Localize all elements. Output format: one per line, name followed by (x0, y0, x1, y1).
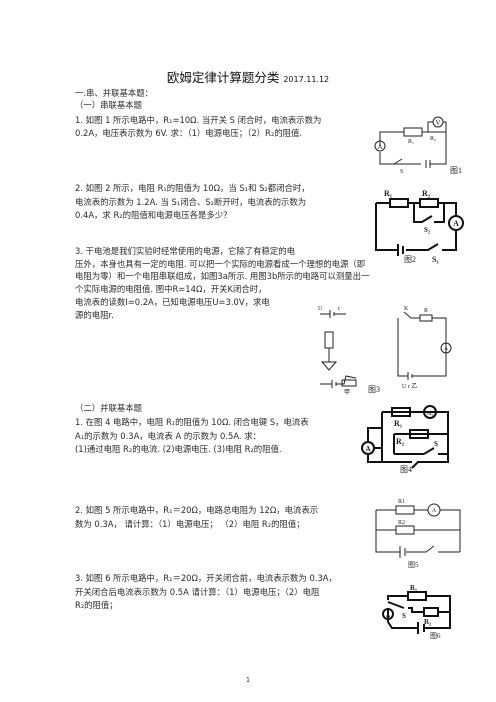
figure-6-circuit: R₁ S R₂ A 图6 (382, 584, 451, 640)
fig6-r1-label: R₁ (410, 584, 417, 592)
fig2-ammeter-label: A (453, 219, 459, 228)
fig5-caption: 图5 (408, 561, 419, 569)
q3-line4: 个实际电源的电阻值. 图中R=14Ω，开关K闭合时， (75, 284, 267, 294)
fig5-ammeter-label: A (432, 508, 437, 514)
fig1-voltmeter-label: V (435, 119, 440, 127)
figure-3-circuit: U r 甲 K R A U r 乙 图3 (318, 306, 452, 396)
fig2-s2-label: S₂ (424, 226, 430, 234)
fig3a-r-label: r (338, 306, 340, 312)
q1-line2: 0.2A，电压表示数为 6V. 求：（1）电源电压；（2）R₂的阻值. (75, 128, 302, 138)
fig3a-jia-label: 甲 (344, 389, 350, 396)
fig5-r2-label: R2 (398, 520, 405, 526)
fig3-caption: 图3 (368, 385, 380, 394)
fig1-switch-label: S (400, 169, 403, 175)
subsection-parallel: （二）并联基本题 (75, 403, 142, 413)
fig1-ammeter-label: A (377, 143, 382, 151)
fig1-r2-label: R₂ (430, 136, 436, 142)
fig4-caption: 图4 (400, 465, 412, 474)
fig4-ammeter-label: A (365, 445, 370, 453)
fig1-caption: 图1 (450, 166, 462, 175)
q3-line3: 电阻为零）和一个电阻串联组成，如图3a所示. 用图3b所示的电路可以测量出一 (75, 271, 370, 281)
q5-line1: 2. 如图 5 所示电路中，R₁＝20Ω，电路总电阻为 12Ω，电流表示 (75, 505, 319, 515)
fig3b-ur-label: U r 乙 (402, 383, 417, 390)
q6-line2: 开关闭合后电流表示数为 0.5A 请计算：（1）电源电压；（2）电阻 (75, 587, 320, 597)
fig4-r2-label: R₂ (396, 437, 405, 446)
q2-line1: 2. 如图 2 所示，电阻 R₁的阻值为 10Ω，当 S₁和 S₂都闭合时， (75, 183, 310, 193)
q4-line2: A₁的示数为 0.3A，电流表 A 的示数为 0.5A. 求： (75, 431, 261, 441)
figure-5-circuit: R1 A R2 图5 (375, 499, 461, 569)
fig3b-ammeter-label: A (444, 347, 448, 352)
fig6-ammeter-label: A (386, 613, 391, 619)
q2-line3: 0.4A，求 R₂的阻值和电源电压各是多少？ (75, 210, 232, 220)
fig3b-k-label: K (404, 306, 409, 312)
fig2-r2-label: R₂ (422, 189, 431, 198)
page-number: 1 (245, 676, 251, 684)
fig4-r1-label: R₁ (394, 419, 403, 428)
q6-line3: R₂的阻值； (75, 600, 118, 610)
fig6-caption: 图6 (430, 632, 441, 640)
fig6-switch-label: S (402, 612, 406, 620)
page-title: 欧姆定律计算题分类 2017.11.12 (0, 67, 496, 86)
fig3b-r-label: R (424, 308, 428, 314)
fig2-r1-label: R₁ (384, 189, 393, 198)
title-date: 2017.11.12 (283, 75, 330, 84)
fig4-a1-label: A₁ (427, 411, 433, 417)
fig3a-u-label: U (318, 306, 323, 312)
figure-1-circuit: V A R₁ R₂ S 图1 (374, 116, 462, 175)
q4-line3: (1)通过电阻 R₂的电流. (2)电源电压. (3)电阻 R₂的阻值. (75, 444, 282, 454)
section-heading: 一.串、并联基本题： (75, 88, 154, 98)
q2-line2: 电流表的示数为 1.2A. 当 S₁闭合、S₂断开时，电流表的示数为 (75, 197, 307, 207)
fig4-switch-label: S (434, 440, 438, 448)
q1-line1: 1. 如图 1 所示电路中，R₁=10Ω. 当开关 S 闭合时，电流表示数为 (75, 115, 322, 125)
q4-line1: 1. 在图 4 电路中，电阻 R₁的阻值为 10Ω. 闭合电键 S，电流表 (75, 417, 309, 427)
fig1-r1-label: R₁ (408, 139, 414, 145)
q3-line2: 压外，本身也具有一定的电阻. 可以把一个实际的电源看成一个理想的电源（即 (75, 259, 366, 269)
title-text: 欧姆定律计算题分类 (166, 70, 280, 85)
fig2-s1-label: S₁ (432, 255, 439, 264)
q3-line1: 3. 干电池是我们实验时经常使用的电源，它除了有稳定的电 (75, 246, 296, 256)
fig6-r2-label: R₂ (424, 618, 431, 626)
figure-4-circuit: R₁ A₁ R₂ A S 图4 (361, 405, 449, 474)
subsection-series: （一）串联基本题 (75, 100, 142, 110)
fig2-caption: 图2 (404, 255, 416, 264)
q6-line1: 3. 如图 6 所示电路中，R₁＝20Ω，开关闭合前，电流表示数为 0.3A， (75, 573, 337, 583)
q3-line6: 源的电阻r. (75, 310, 114, 320)
fig5-r1-label: R1 (398, 499, 405, 505)
q5-line2: 数为 0.3A， 请计算：（1）电源电压； （2）电阻 R₂的阻值； (75, 519, 305, 529)
q3-line5: 电流表的读数I=0.2A，已知电源电压U=3.0V，求电 (75, 297, 270, 307)
figure-2-circuit: R₁ R₂ S₂ A S₁ 图2 (375, 189, 464, 264)
